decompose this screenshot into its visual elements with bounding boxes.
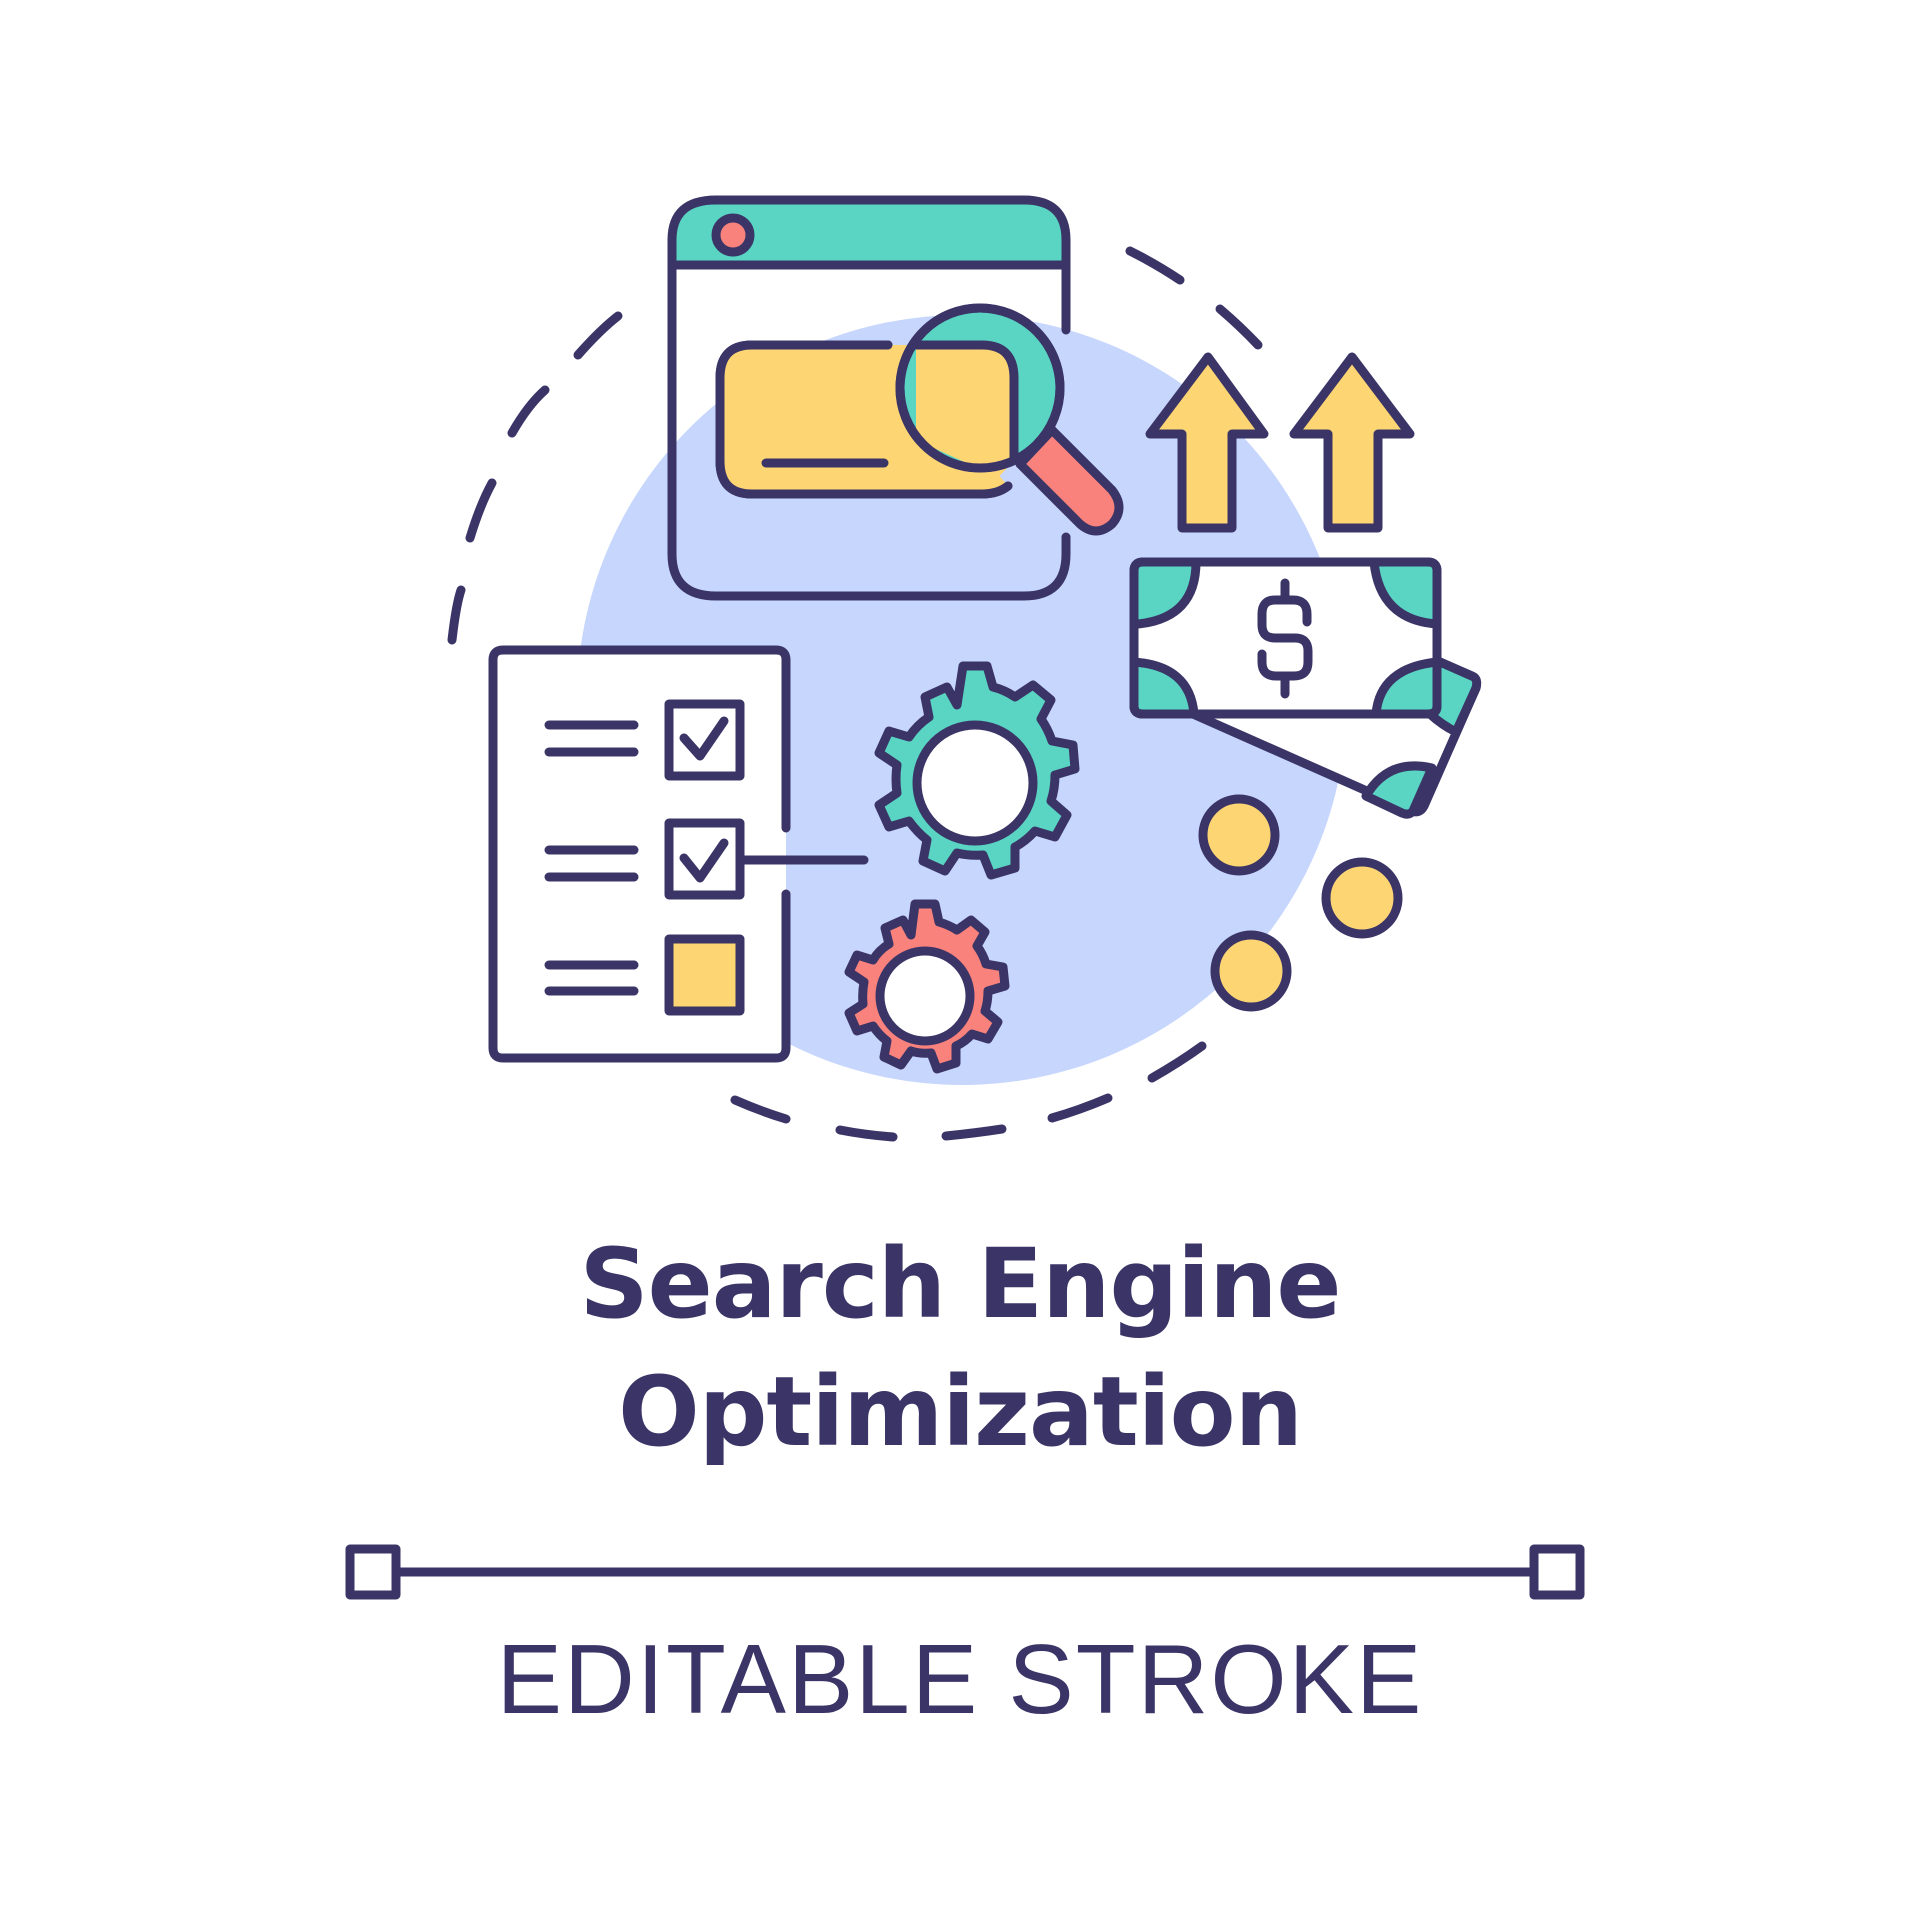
- browser-dot: [711, 213, 755, 257]
- title-line-1: Search Engine: [579, 1228, 1341, 1340]
- title-line-2: Optimization: [618, 1356, 1303, 1468]
- stroke-handle-right: [1529, 1544, 1585, 1600]
- magnifier-icon: [895, 303, 1124, 536]
- arrow-up-icon: [1289, 352, 1415, 533]
- dollar-sign-icon: [1257, 578, 1313, 699]
- checkbox-1: [664, 699, 745, 781]
- checkbox-3: [664, 934, 745, 1016]
- coin-icon: [1198, 794, 1280, 876]
- banknote-icon: [1129, 557, 1442, 719]
- dashed-orbit: [447, 246, 1263, 1142]
- gear-icon: [874, 661, 1080, 880]
- coin-icon: [1321, 857, 1403, 939]
- gear-icon: [844, 899, 1010, 1074]
- arrow-up-icon: [1145, 352, 1269, 533]
- checklist-icon: [488, 645, 869, 1063]
- stroke-handle-left: [345, 1544, 401, 1600]
- editable-stroke-caption: EDITABLE STROKE: [496, 1624, 1424, 1734]
- coin-icon: [1210, 930, 1292, 1012]
- editable-stroke-line: [345, 1544, 1585, 1600]
